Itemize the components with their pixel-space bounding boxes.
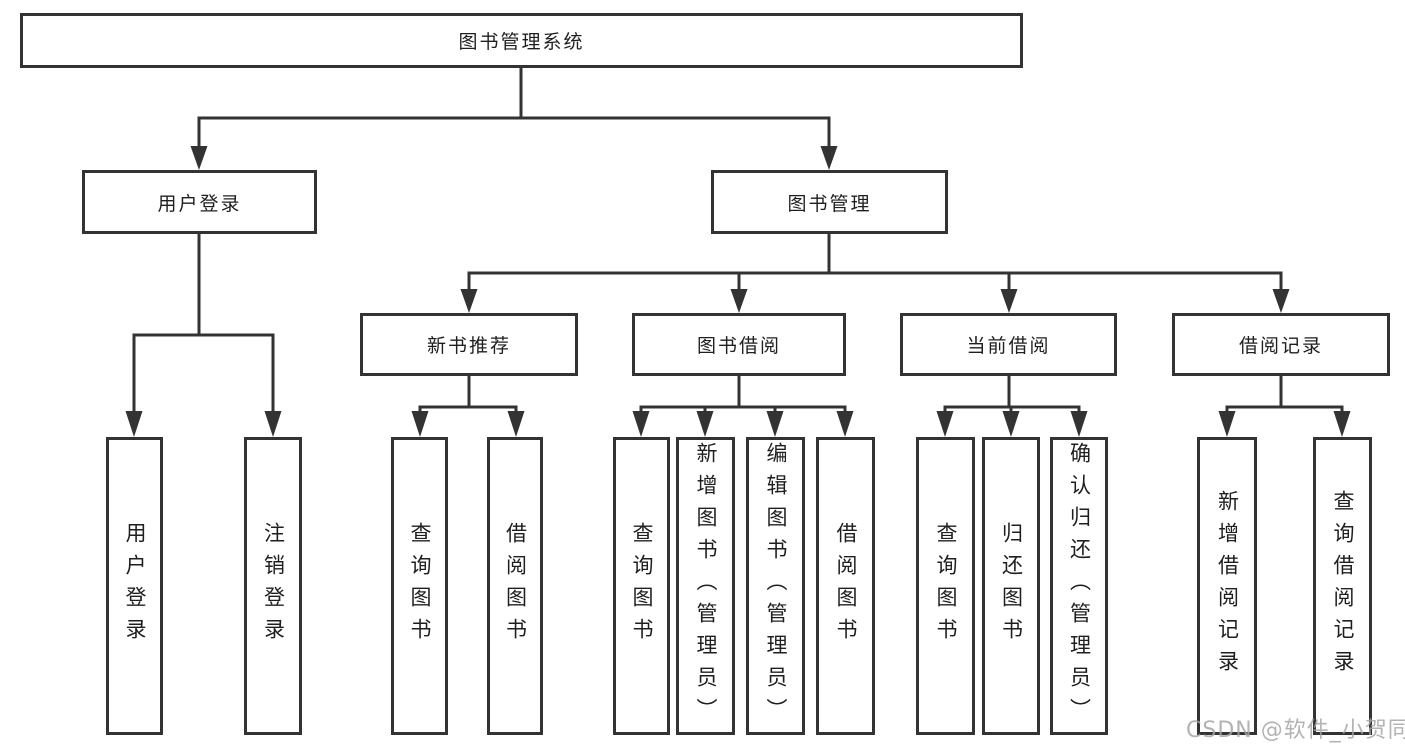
arrow-borrow-query bbox=[632, 411, 650, 437]
node-library-system-label: 图书管理系统 bbox=[458, 31, 585, 53]
node-book-borrow: 图书借阅 bbox=[632, 313, 846, 376]
node-new-book-recommend: 新书推荐 bbox=[360, 313, 578, 376]
arrow-borrow-borrow bbox=[836, 411, 854, 437]
arrow-newbook-borrow bbox=[507, 411, 525, 437]
arrow-leaf-login bbox=[125, 411, 143, 437]
arrow-current bbox=[1000, 289, 1018, 313]
node-user-login: 用户登录 bbox=[82, 170, 317, 234]
arrow-current-confirm bbox=[1070, 411, 1088, 437]
node-borrow-records: 借阅记录 bbox=[1172, 313, 1390, 376]
leaf-user-login: 用户登录 bbox=[106, 437, 163, 735]
connector-current bbox=[943, 374, 1081, 415]
leaf-records-add-record: 新增借阅记录 bbox=[1197, 437, 1257, 735]
node-book-borrow-label: 图书借阅 bbox=[696, 335, 781, 357]
leaf-current-confirm-return-admin: 确认归还（管理员） bbox=[1050, 437, 1108, 735]
arrow-new-book bbox=[460, 289, 478, 313]
node-book-management: 图书管理 bbox=[711, 170, 948, 234]
leaf-borrow-query-book: 查询图书 bbox=[613, 437, 670, 735]
leaf-newbook-borrow-book: 借阅图书 bbox=[487, 437, 543, 735]
leaf-borrow-borrow-book: 借阅图书 bbox=[816, 437, 875, 735]
leaf-borrow-add-book-admin: 新增图书（管理员） bbox=[676, 437, 735, 735]
node-current-borrow-label: 当前借阅 bbox=[966, 335, 1051, 357]
arrow-borrow bbox=[730, 289, 748, 313]
node-current-borrow: 当前借阅 bbox=[900, 313, 1117, 376]
csdn-watermark: CSDN @软件_小贺同学 bbox=[1186, 718, 1405, 743]
connector-borrow bbox=[639, 374, 847, 415]
arrow-current-query bbox=[936, 411, 954, 437]
arrow-borrow-add bbox=[696, 411, 714, 437]
arrow-records-query bbox=[1333, 411, 1351, 437]
connector-book-management bbox=[467, 232, 1283, 292]
arrow-book-management bbox=[820, 146, 838, 170]
arrow-newbook-query bbox=[411, 411, 429, 437]
node-book-management-label: 图书管理 bbox=[787, 192, 872, 215]
connector-records bbox=[1225, 374, 1344, 415]
connector-root bbox=[197, 66, 831, 150]
node-new-book-recommend-label: 新书推荐 bbox=[426, 335, 511, 357]
leaf-logout: 注销登录 bbox=[244, 437, 302, 735]
node-user-login-label: 用户登录 bbox=[157, 192, 242, 215]
connector-new-book bbox=[418, 374, 518, 415]
leaf-current-query-book: 查询图书 bbox=[916, 437, 975, 735]
arrow-current-return bbox=[1002, 411, 1020, 437]
leaf-newbook-query-book: 查询图书 bbox=[391, 437, 448, 735]
node-borrow-records-label: 借阅记录 bbox=[1238, 335, 1323, 357]
arrow-user-login bbox=[190, 146, 208, 170]
connector-user-login bbox=[132, 232, 275, 415]
leaf-borrow-edit-book-admin: 编辑图书（管理员） bbox=[746, 437, 805, 735]
node-library-system: 图书管理系统 bbox=[20, 13, 1023, 68]
arrow-leaf-logout bbox=[264, 411, 282, 437]
leaf-current-return-book: 归还图书 bbox=[982, 437, 1040, 735]
arrow-records-add bbox=[1218, 411, 1236, 437]
leaf-records-query-record: 查询借阅记录 bbox=[1313, 437, 1372, 735]
arrow-borrow-edit bbox=[766, 411, 784, 437]
arrow-records bbox=[1272, 289, 1290, 313]
